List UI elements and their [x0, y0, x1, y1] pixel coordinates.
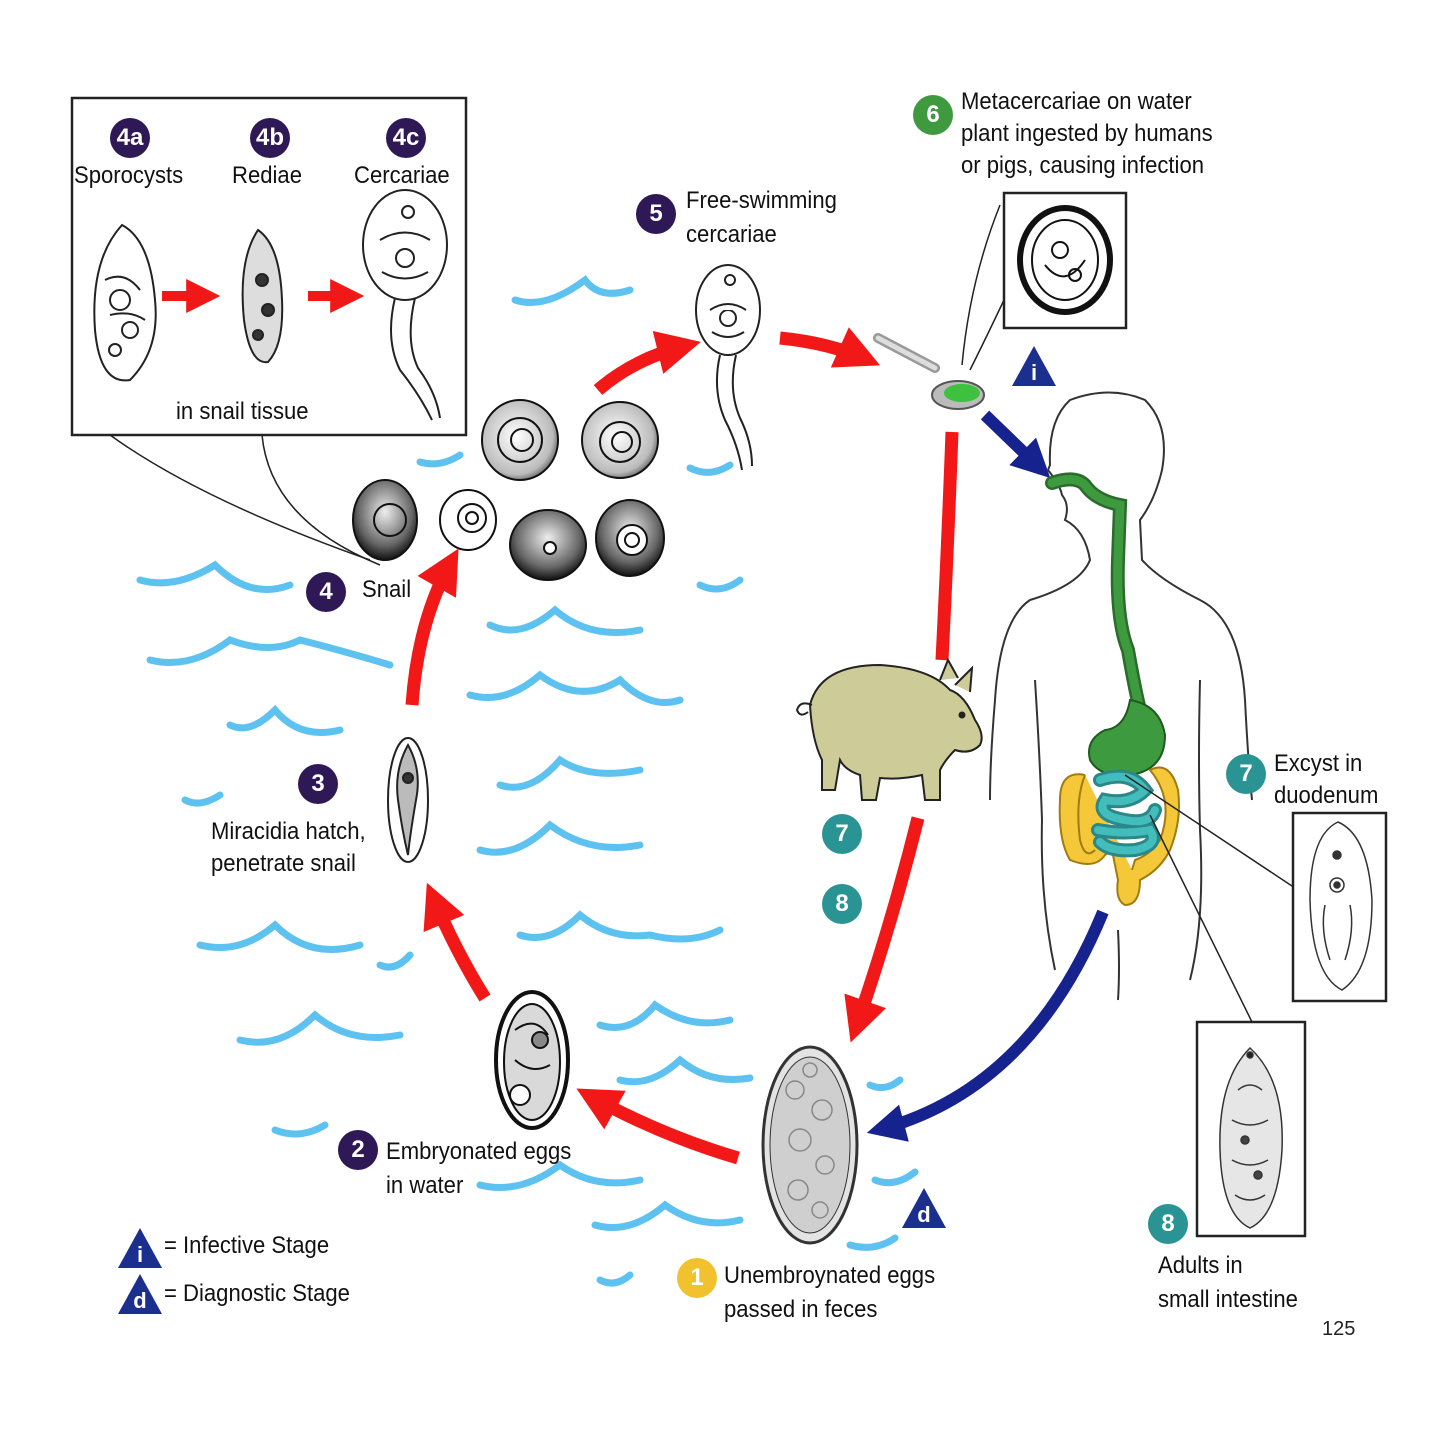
water-waves: [136, 275, 919, 1287]
snail-shell-5: [509, 509, 587, 581]
pig-illustration: [795, 657, 983, 801]
metacercaria-box: [1002, 191, 1128, 330]
unembryonated-egg-illustration: [761, 1045, 859, 1245]
cycle-arrows-red: [405, 327, 959, 1165]
embryonated-egg-illustration: [494, 990, 570, 1130]
inset-pointer-lines: [109, 434, 381, 566]
badge-4b: 4b: [250, 118, 290, 158]
legend-diagnostic-text: = Diagnostic Stage: [164, 1280, 350, 1307]
cercaria-inset-illustration: [362, 189, 448, 421]
badge-1: 1: [677, 1258, 717, 1298]
badge-8-human: 8: [1148, 1204, 1188, 1244]
free-cercaria-illustration: [695, 264, 761, 471]
sporocyst-illustration: [93, 223, 157, 382]
legend-infective-triangle: i: [118, 1228, 162, 1268]
rediae-illustration: [241, 228, 284, 364]
label-6-line3: or pigs, causing infection: [961, 152, 1205, 179]
snail-shell-6: [595, 499, 665, 577]
badge-6: 6: [913, 95, 953, 135]
badge-3: 3: [298, 764, 338, 804]
snail-shell-2: [581, 401, 659, 479]
badge-5: 5: [636, 194, 676, 234]
badge-7-pig: 7: [822, 814, 862, 854]
diagnostic-stage-marker: d: [902, 1188, 946, 1228]
label-8-line2: small intestine: [1158, 1286, 1298, 1313]
arrow-snail-to-cercariae: [593, 330, 701, 395]
metacercaria-pointer-lines: [961, 204, 1005, 371]
label-3-line1: Miracidia hatch,: [211, 818, 366, 845]
badge-8-pig: 8: [822, 884, 862, 924]
pointer-lines-human: [1124, 774, 1299, 1023]
label-6-line2: plant ingested by humans: [961, 120, 1213, 147]
label-5-line1: Free-swimming: [686, 187, 837, 214]
badge-4: 4: [306, 572, 346, 612]
adult-fluke-illustration: [1219, 1046, 1283, 1229]
infective-stage-marker: i: [1012, 346, 1056, 386]
label-2-line2: in water: [386, 1172, 464, 1199]
arrow-1-to-2: [576, 1088, 740, 1165]
badge-2: 2: [338, 1130, 378, 1170]
label-rediae: Rediae: [232, 162, 302, 189]
label-cercariae: Cercariae: [354, 162, 450, 189]
badge-4c: 4c: [386, 118, 426, 158]
stomach: [1088, 698, 1167, 777]
human-figure: [989, 391, 1253, 1001]
arrow-cercariae-to-plant: [779, 327, 881, 368]
arrow-plant-to-pig: [935, 431, 959, 661]
spoon-with-plant: [873, 333, 985, 410]
label-7-line1: Excyst in: [1274, 750, 1363, 777]
inset-caption: in snail tissue: [176, 398, 309, 425]
snail-shell-1: [481, 399, 559, 481]
arrow-plant-to-human: [980, 410, 1051, 478]
label-1-line2: passed in feces: [724, 1296, 878, 1323]
label-1-line1: Unembroynated eggs: [724, 1262, 936, 1289]
label-8-line1: Adults in: [1158, 1252, 1243, 1279]
badge-4a: 4a: [110, 118, 150, 158]
label-7-line2: duodenum: [1274, 782, 1379, 809]
page-number: 125: [1322, 1318, 1356, 1340]
arrow-pig-to-eggs: [844, 816, 925, 1043]
arrow-human-to-eggs: [866, 909, 1109, 1142]
badge-7-human: 7: [1226, 754, 1266, 794]
legend-infective-text: = Infective Stage: [164, 1232, 330, 1259]
label-6-line1: Metacercariae on water: [961, 88, 1192, 115]
label-3-line2: penetrate snail: [211, 850, 356, 877]
label-5-line2: cercariae: [686, 221, 777, 248]
arrow-3-to-4: [405, 548, 459, 706]
digestive-tract: [1045, 472, 1180, 907]
excyst-illustration: [1309, 821, 1373, 991]
metacercaria-illustration: [1017, 205, 1113, 315]
label-2-line1: Embryonated eggs: [386, 1138, 572, 1165]
snail-cluster: [352, 399, 665, 581]
large-intestine: [1058, 766, 1180, 907]
label-sporocysts: Sporocysts: [74, 162, 184, 189]
snail-shell-3: [352, 479, 418, 561]
cycle-arrows-blue: [866, 410, 1109, 1142]
legend-diagnostic-triangle: d: [118, 1274, 162, 1314]
snail-shell-4: [439, 489, 497, 551]
arrow-2-to-3: [423, 882, 491, 1002]
miracidium-illustration: [387, 737, 429, 863]
label-snail: Snail: [362, 576, 412, 603]
